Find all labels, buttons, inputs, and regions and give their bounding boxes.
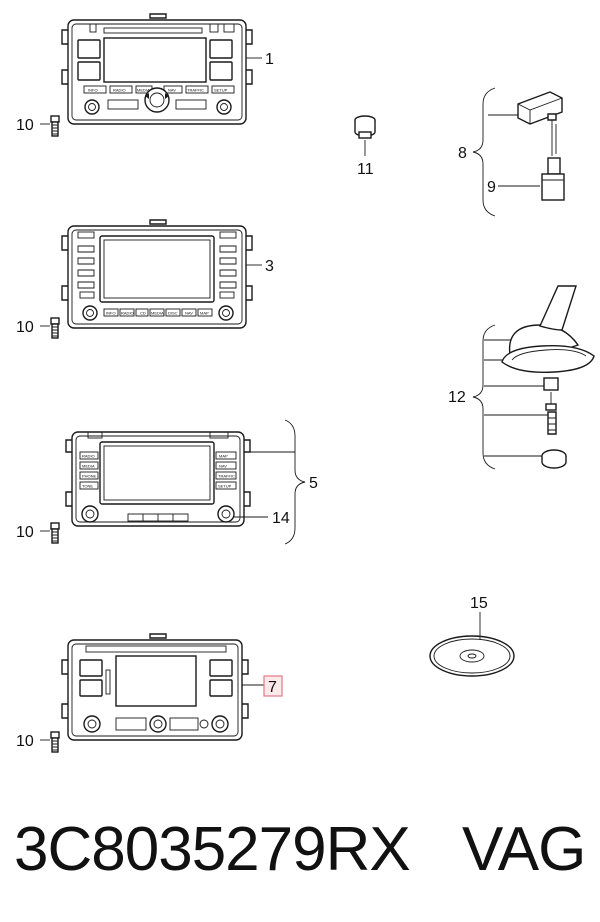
unit5-button-media: MEDIA bbox=[82, 464, 95, 469]
unit1-button-nav: NAV bbox=[168, 88, 176, 93]
connector-9 bbox=[541, 157, 565, 201]
unit3-button-radio: RADIO bbox=[121, 311, 134, 316]
screw-10-d bbox=[40, 731, 60, 753]
unit3-button-nav: NAV bbox=[185, 311, 193, 316]
radio-unit-7 bbox=[61, 633, 249, 741]
callout-3: 3 bbox=[265, 258, 274, 275]
screw-10-b bbox=[40, 317, 60, 339]
unit5-button-radio: RADIO bbox=[82, 454, 95, 459]
screw-10-a bbox=[40, 115, 60, 137]
callout-14: 14 bbox=[272, 510, 290, 527]
callout-5: 5 bbox=[309, 475, 318, 492]
unit5-button-traffic: TRAFFIC bbox=[218, 474, 235, 479]
antenna-12 bbox=[501, 285, 595, 469]
knob-11 bbox=[354, 115, 376, 139]
callout-10-a: 10 bbox=[16, 117, 34, 134]
callout-12: 12 bbox=[448, 389, 466, 406]
unit1-button-traffic: TRAFFIC bbox=[187, 88, 204, 93]
brand-name: VAG bbox=[462, 815, 586, 884]
radio-unit-3: INFO RADIO CD MEDIA DISC NAV MAP bbox=[61, 219, 253, 329]
unit1-button-setup: SETUP bbox=[214, 88, 228, 93]
callout-8: 8 bbox=[458, 145, 467, 162]
unit3-button-cd: CD bbox=[140, 311, 146, 316]
footer: 3C8035279RX VAG bbox=[0, 810, 600, 890]
callout-10-d: 10 bbox=[16, 733, 34, 750]
callout-9: 9 bbox=[487, 179, 496, 196]
callout-7: 7 bbox=[268, 679, 277, 696]
callout-11: 11 bbox=[357, 161, 374, 178]
part-number: 3C8035279RX bbox=[14, 815, 411, 884]
unit1-button-radio: RADIO bbox=[113, 88, 126, 93]
radio-unit-5: RADIO MEDIA PHONE TONE MAP NAV TRAFFIC S… bbox=[65, 431, 251, 527]
unit5-button-phone: PHONE bbox=[82, 474, 97, 479]
bracket-5 bbox=[244, 419, 306, 545]
callout-7-highlight bbox=[263, 675, 283, 697]
bracket-8-9 bbox=[472, 87, 540, 217]
unit1-button-media: MEDIA bbox=[137, 88, 150, 93]
unit1-button-info: INFO bbox=[88, 88, 98, 93]
unit5-button-map: MAP bbox=[219, 454, 228, 459]
callout-10-b: 10 bbox=[16, 319, 34, 336]
connector-8 bbox=[517, 91, 563, 156]
unit5-button-tone: TONE bbox=[82, 484, 93, 489]
unit3-button-media: MEDIA bbox=[151, 311, 164, 316]
callout-1: 1 bbox=[265, 51, 274, 68]
unit5-button-nav: NAV bbox=[219, 464, 227, 469]
unit5-button-setup: SETUP bbox=[218, 484, 232, 489]
unit3-button-disc: DISC bbox=[168, 311, 178, 316]
screw-10-c bbox=[40, 522, 60, 544]
callout-10-c: 10 bbox=[16, 524, 34, 541]
unit3-button-info: INFO bbox=[106, 311, 116, 316]
unit3-button-map: MAP bbox=[200, 311, 209, 316]
radio-unit-1: INFO RADIO MEDIA NAV TRAFFIC SETUP bbox=[61, 13, 253, 125]
disc-15 bbox=[429, 635, 515, 677]
callout-15: 15 bbox=[470, 595, 488, 612]
